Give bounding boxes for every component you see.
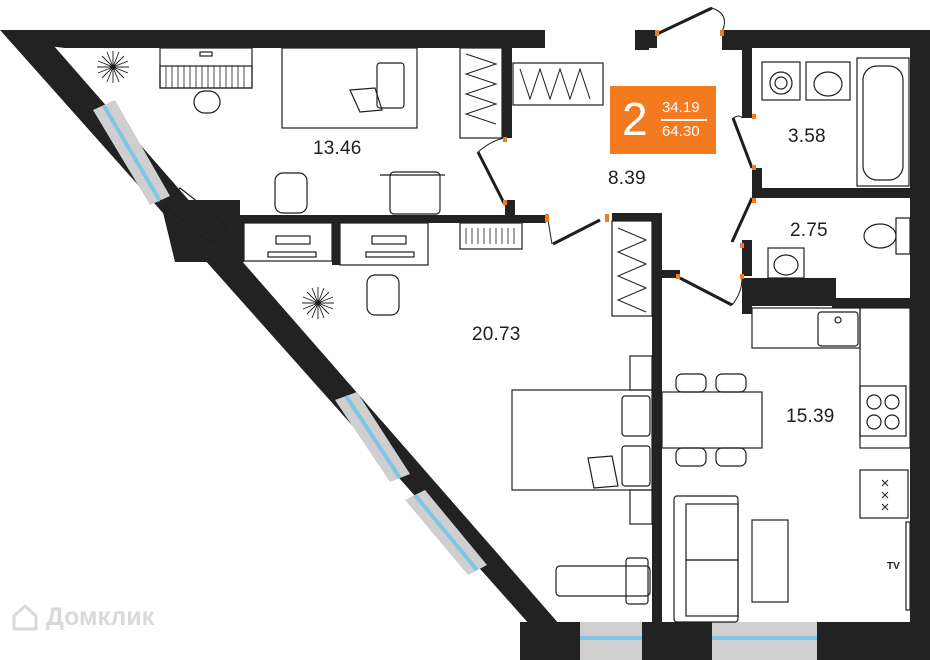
windows bbox=[93, 100, 817, 660]
piano-icon bbox=[159, 47, 253, 114]
wc-sink-icon bbox=[767, 247, 805, 279]
watermark: Домклик bbox=[10, 600, 154, 634]
toilet-icon bbox=[863, 217, 911, 255]
washer-icon bbox=[761, 61, 801, 101]
room-count: 2 bbox=[622, 93, 648, 145]
tv-label: TV bbox=[887, 561, 900, 572]
bed-icon bbox=[281, 47, 418, 129]
plant-living-icon bbox=[302, 287, 334, 319]
sink-icon bbox=[805, 61, 851, 101]
door-bedroom bbox=[476, 151, 507, 206]
house-logo-icon bbox=[12, 604, 38, 631]
doors bbox=[476, 6, 754, 307]
radiator-icon bbox=[164, 187, 229, 245]
window-bottom-2 bbox=[712, 622, 817, 660]
wardrobe-living-icon bbox=[611, 220, 653, 317]
watermark-text: Домклик bbox=[46, 602, 155, 631]
wardrobe-hall-icon bbox=[512, 62, 604, 106]
desk-chair-icon bbox=[380, 171, 445, 215]
plant-icon bbox=[97, 51, 129, 83]
window-bedroom-glass bbox=[102, 104, 162, 203]
room-area-hall: 8.39 bbox=[608, 168, 646, 189]
door-bath bbox=[731, 117, 754, 169]
sofa-icon bbox=[673, 495, 789, 623]
bench-icon bbox=[459, 222, 523, 250]
total-area: 64.30 bbox=[662, 123, 700, 140]
wardrobe-icon bbox=[459, 47, 503, 139]
window-living-1-glass bbox=[344, 394, 402, 480]
room-area-bathroom: 3.58 bbox=[788, 126, 826, 147]
fraction-line bbox=[661, 119, 707, 121]
door-entrance bbox=[656, 6, 713, 36]
door-kitchen bbox=[679, 276, 733, 307]
bathtub-icon bbox=[856, 57, 910, 187]
door-hinges bbox=[503, 30, 756, 279]
bed-living-icon bbox=[511, 355, 653, 525]
door-living bbox=[547, 219, 553, 245]
armchair-living-icon bbox=[366, 274, 400, 316]
room-area-living: 20.73 bbox=[472, 324, 521, 345]
room-area-wc: 2.75 bbox=[790, 220, 828, 241]
interior-walls bbox=[160, 48, 912, 623]
kitchen-counter-icon bbox=[751, 307, 911, 611]
apartment-badge: 2 34.19 64.30 bbox=[610, 86, 716, 154]
living-area: 34.19 bbox=[662, 99, 700, 116]
room-area-kitchen: 15.39 bbox=[786, 406, 835, 427]
treadmill-icon bbox=[555, 557, 651, 605]
door-wc bbox=[730, 197, 754, 243]
dining-table-icon bbox=[661, 373, 763, 467]
room-area-bedroom: 13.46 bbox=[313, 138, 362, 159]
furniture bbox=[97, 47, 911, 623]
armchair-icon bbox=[274, 172, 308, 214]
desk-icon bbox=[243, 222, 429, 266]
window-bottom-1 bbox=[580, 622, 642, 660]
window-living-2-glass bbox=[413, 493, 479, 572]
